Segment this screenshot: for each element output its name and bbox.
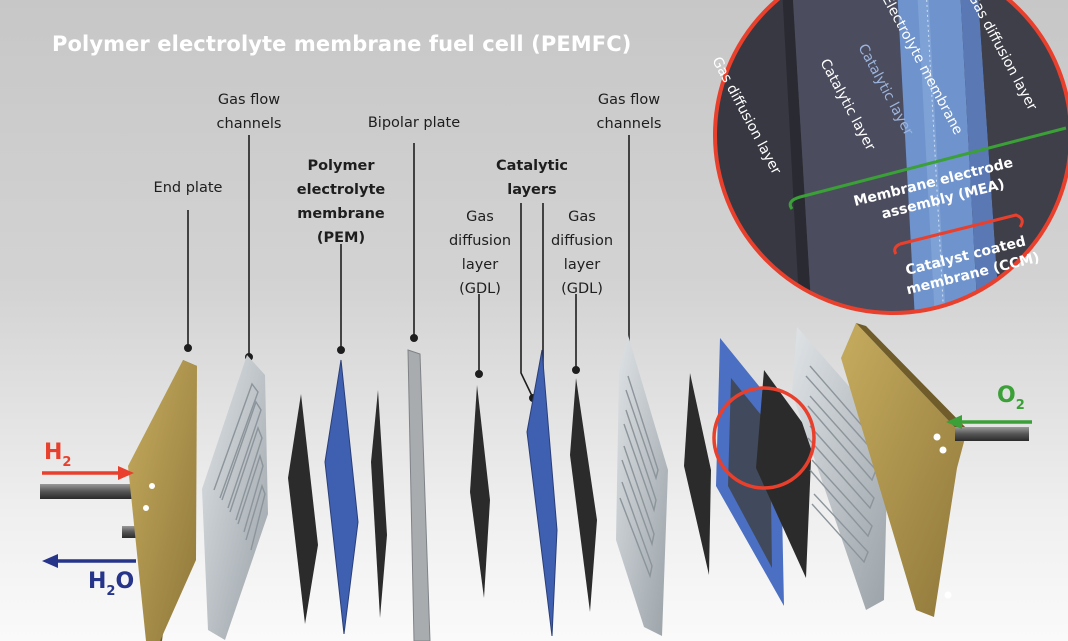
flow-plate-right-2 — [792, 327, 890, 610]
gas-diffusion-layer-3 — [470, 385, 490, 598]
pem-label: Polymer electrolyte membrane (PEM) — [296, 158, 386, 246]
mea-bracket — [788, 126, 1067, 210]
end-plate-label: End plate — [153, 180, 223, 196]
inset-ring — [713, 0, 1068, 315]
gas-diffusion-layer-1 — [288, 394, 318, 624]
end-plate-left — [128, 360, 197, 641]
mea-assembly — [716, 338, 812, 606]
gdl-left-label: Gas diffusion layer (GDL) — [448, 209, 512, 297]
hydrogen-label: H2 — [44, 440, 71, 470]
bipolar-plate — [407, 349, 431, 641]
flow-plate-right-1 — [616, 335, 668, 636]
hydrogen-arrow — [42, 466, 134, 480]
leader-lines — [184, 135, 633, 402]
gas-diffusion-layer-4 — [570, 378, 597, 612]
mea-highlight-circle — [712, 386, 816, 490]
inset-membrane — [895, 0, 978, 313]
gas-diffusion-layer-5 — [684, 373, 711, 575]
polymer-membrane — [324, 359, 359, 635]
end-plate-right — [841, 323, 972, 617]
gas-diffusion-layer-2 — [371, 390, 387, 618]
fuel-cell-stack — [128, 323, 1029, 641]
bipolar-plate-label: Bipolar plate — [367, 115, 461, 131]
gas-flow-channels-right-label: Gas flow channels — [596, 92, 662, 132]
oxygen-inlet-rod — [955, 427, 1029, 441]
oxygen-arrow — [946, 415, 1032, 429]
catalytic-layers-label: Catalytic layers — [495, 158, 569, 198]
magnified-inset: Gas diffusion layer Catalytic layer Cata… — [708, 0, 1068, 315]
ccm-bracket — [893, 213, 1024, 255]
inset-catalytic-left — [790, 0, 925, 313]
water-arrow — [42, 554, 136, 568]
flow-plate-left — [202, 355, 268, 640]
gdl-right-label: Gas diffusion layer (GDL) — [550, 209, 614, 297]
catalyst-coated-membrane — [526, 349, 558, 637]
gas-flow-channels-left-label: Gas flow channels — [216, 92, 282, 132]
water-label: H2O — [88, 569, 134, 599]
hydrogen-inlet-rod — [40, 484, 150, 499]
oxygen-label: O2 — [997, 383, 1025, 413]
page-title: Polymer electrolyte membrane fuel cell (… — [52, 32, 632, 56]
